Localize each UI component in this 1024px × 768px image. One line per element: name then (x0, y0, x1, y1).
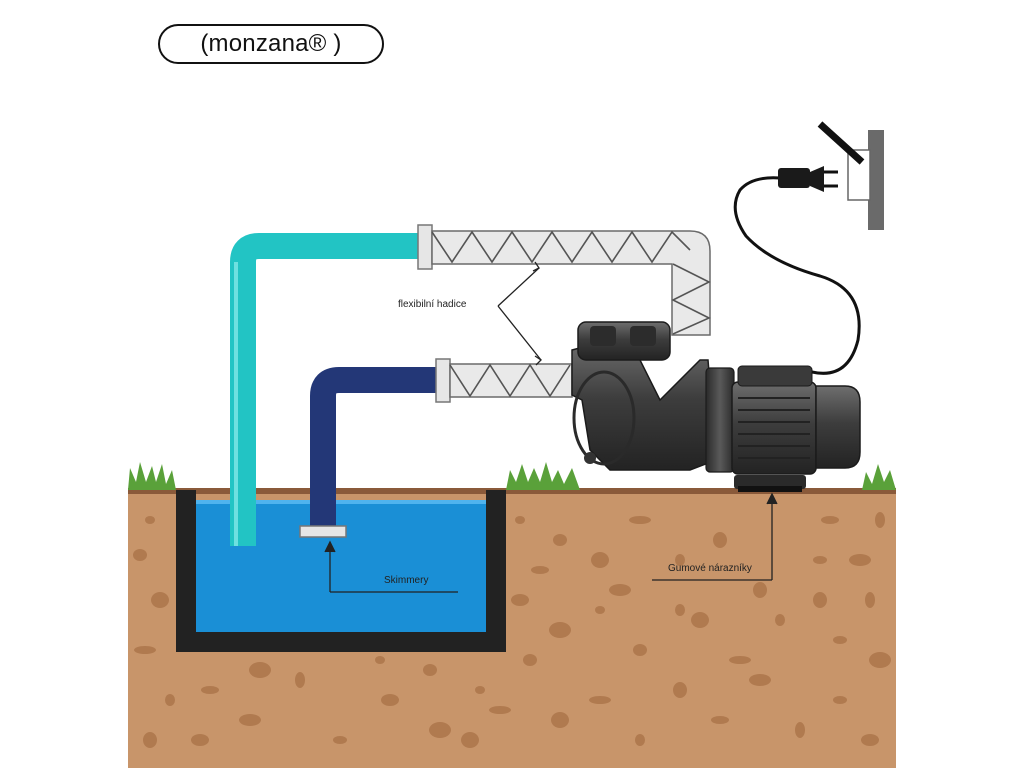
soil-spot (461, 732, 479, 748)
soil-spot (553, 534, 567, 546)
soil-spot (511, 594, 529, 606)
suction-pipe (299, 358, 451, 538)
soil-spot (749, 674, 771, 686)
soil-spot (711, 716, 729, 724)
soil-spot (551, 712, 569, 728)
soil-spot (813, 556, 827, 564)
soil-spot (333, 736, 347, 744)
soil-spot (865, 592, 875, 608)
pool (176, 490, 506, 652)
label-skimmers: Skimmery (384, 575, 428, 586)
soil-spot (133, 549, 147, 561)
wall (868, 130, 884, 230)
soil-spot (691, 612, 709, 628)
brand-label: (monzana® ) (200, 30, 342, 57)
flexible-hose-upper (431, 230, 711, 336)
plug (778, 168, 810, 188)
terminal-box (737, 365, 813, 387)
soil-spot (713, 532, 727, 548)
soil-spot (523, 654, 537, 666)
soil-spot (145, 516, 155, 524)
ground-surface-line (128, 488, 896, 494)
suction-pipe-coupling (435, 358, 451, 403)
motor-end-cap (815, 385, 861, 469)
soil-spot (151, 592, 169, 608)
soil-spot (833, 696, 847, 704)
rubber-bumpers (738, 486, 802, 492)
soil-spot (591, 552, 609, 568)
skimmer-inlet (299, 525, 347, 538)
soil-spot (609, 584, 631, 596)
soil-spot (475, 686, 485, 694)
soil-spot (191, 734, 209, 746)
motor-flange (705, 367, 735, 473)
power-cable (733, 166, 861, 375)
soil-spot (595, 606, 605, 614)
soil-spot (629, 516, 651, 524)
soil-spot (775, 614, 785, 626)
soil-spot (249, 662, 271, 678)
soil-spot (201, 686, 219, 694)
soil-spot (381, 694, 399, 706)
grass-right (862, 464, 896, 490)
soil-spot (795, 722, 805, 738)
soil-spot (489, 706, 511, 714)
soil-spot (813, 592, 827, 608)
motor-body (731, 381, 817, 475)
wall-socket (817, 121, 884, 230)
soil-spot (589, 696, 611, 704)
soil-spot (729, 656, 751, 664)
soil-spot (134, 646, 156, 654)
flexible-hose-lower (449, 363, 573, 398)
soil-spot (295, 672, 305, 688)
soil-spot (531, 566, 549, 574)
pump (571, 321, 861, 492)
soil-spot (675, 604, 685, 616)
soil-spot (429, 722, 451, 738)
soil-spot (875, 512, 885, 528)
soil-spot (635, 734, 645, 746)
grass-left (128, 462, 176, 490)
soil-spots (133, 512, 891, 748)
socket-body (847, 149, 871, 201)
soil-spot (869, 652, 891, 668)
soil-spot (673, 682, 687, 698)
soil-spot (549, 622, 571, 638)
soil-spot (821, 516, 839, 524)
soil-spot (515, 516, 525, 524)
return-pipe (230, 224, 433, 546)
label-rubber-bumpers: Gumové nárazníky (668, 563, 752, 574)
soil-spot (753, 582, 767, 598)
soil-spot (143, 732, 157, 748)
brand-label-box: (monzana® ) (158, 24, 384, 64)
return-pipe-coupling (417, 224, 433, 270)
soil-spot (375, 656, 385, 664)
soil-spot (633, 644, 647, 656)
grass-middle (506, 462, 580, 490)
label-flexible-hoses: flexibilní hadice (398, 299, 467, 310)
soil-spot (423, 664, 437, 676)
callouts (324, 261, 778, 593)
soil-spot (165, 694, 175, 706)
soil-spot (861, 734, 879, 746)
soil-spot (849, 554, 871, 566)
soil-spot (833, 636, 847, 644)
pool-wall (176, 490, 506, 652)
soil-spot (675, 554, 685, 566)
soil-spot (239, 714, 261, 726)
pump-foot (734, 475, 806, 489)
